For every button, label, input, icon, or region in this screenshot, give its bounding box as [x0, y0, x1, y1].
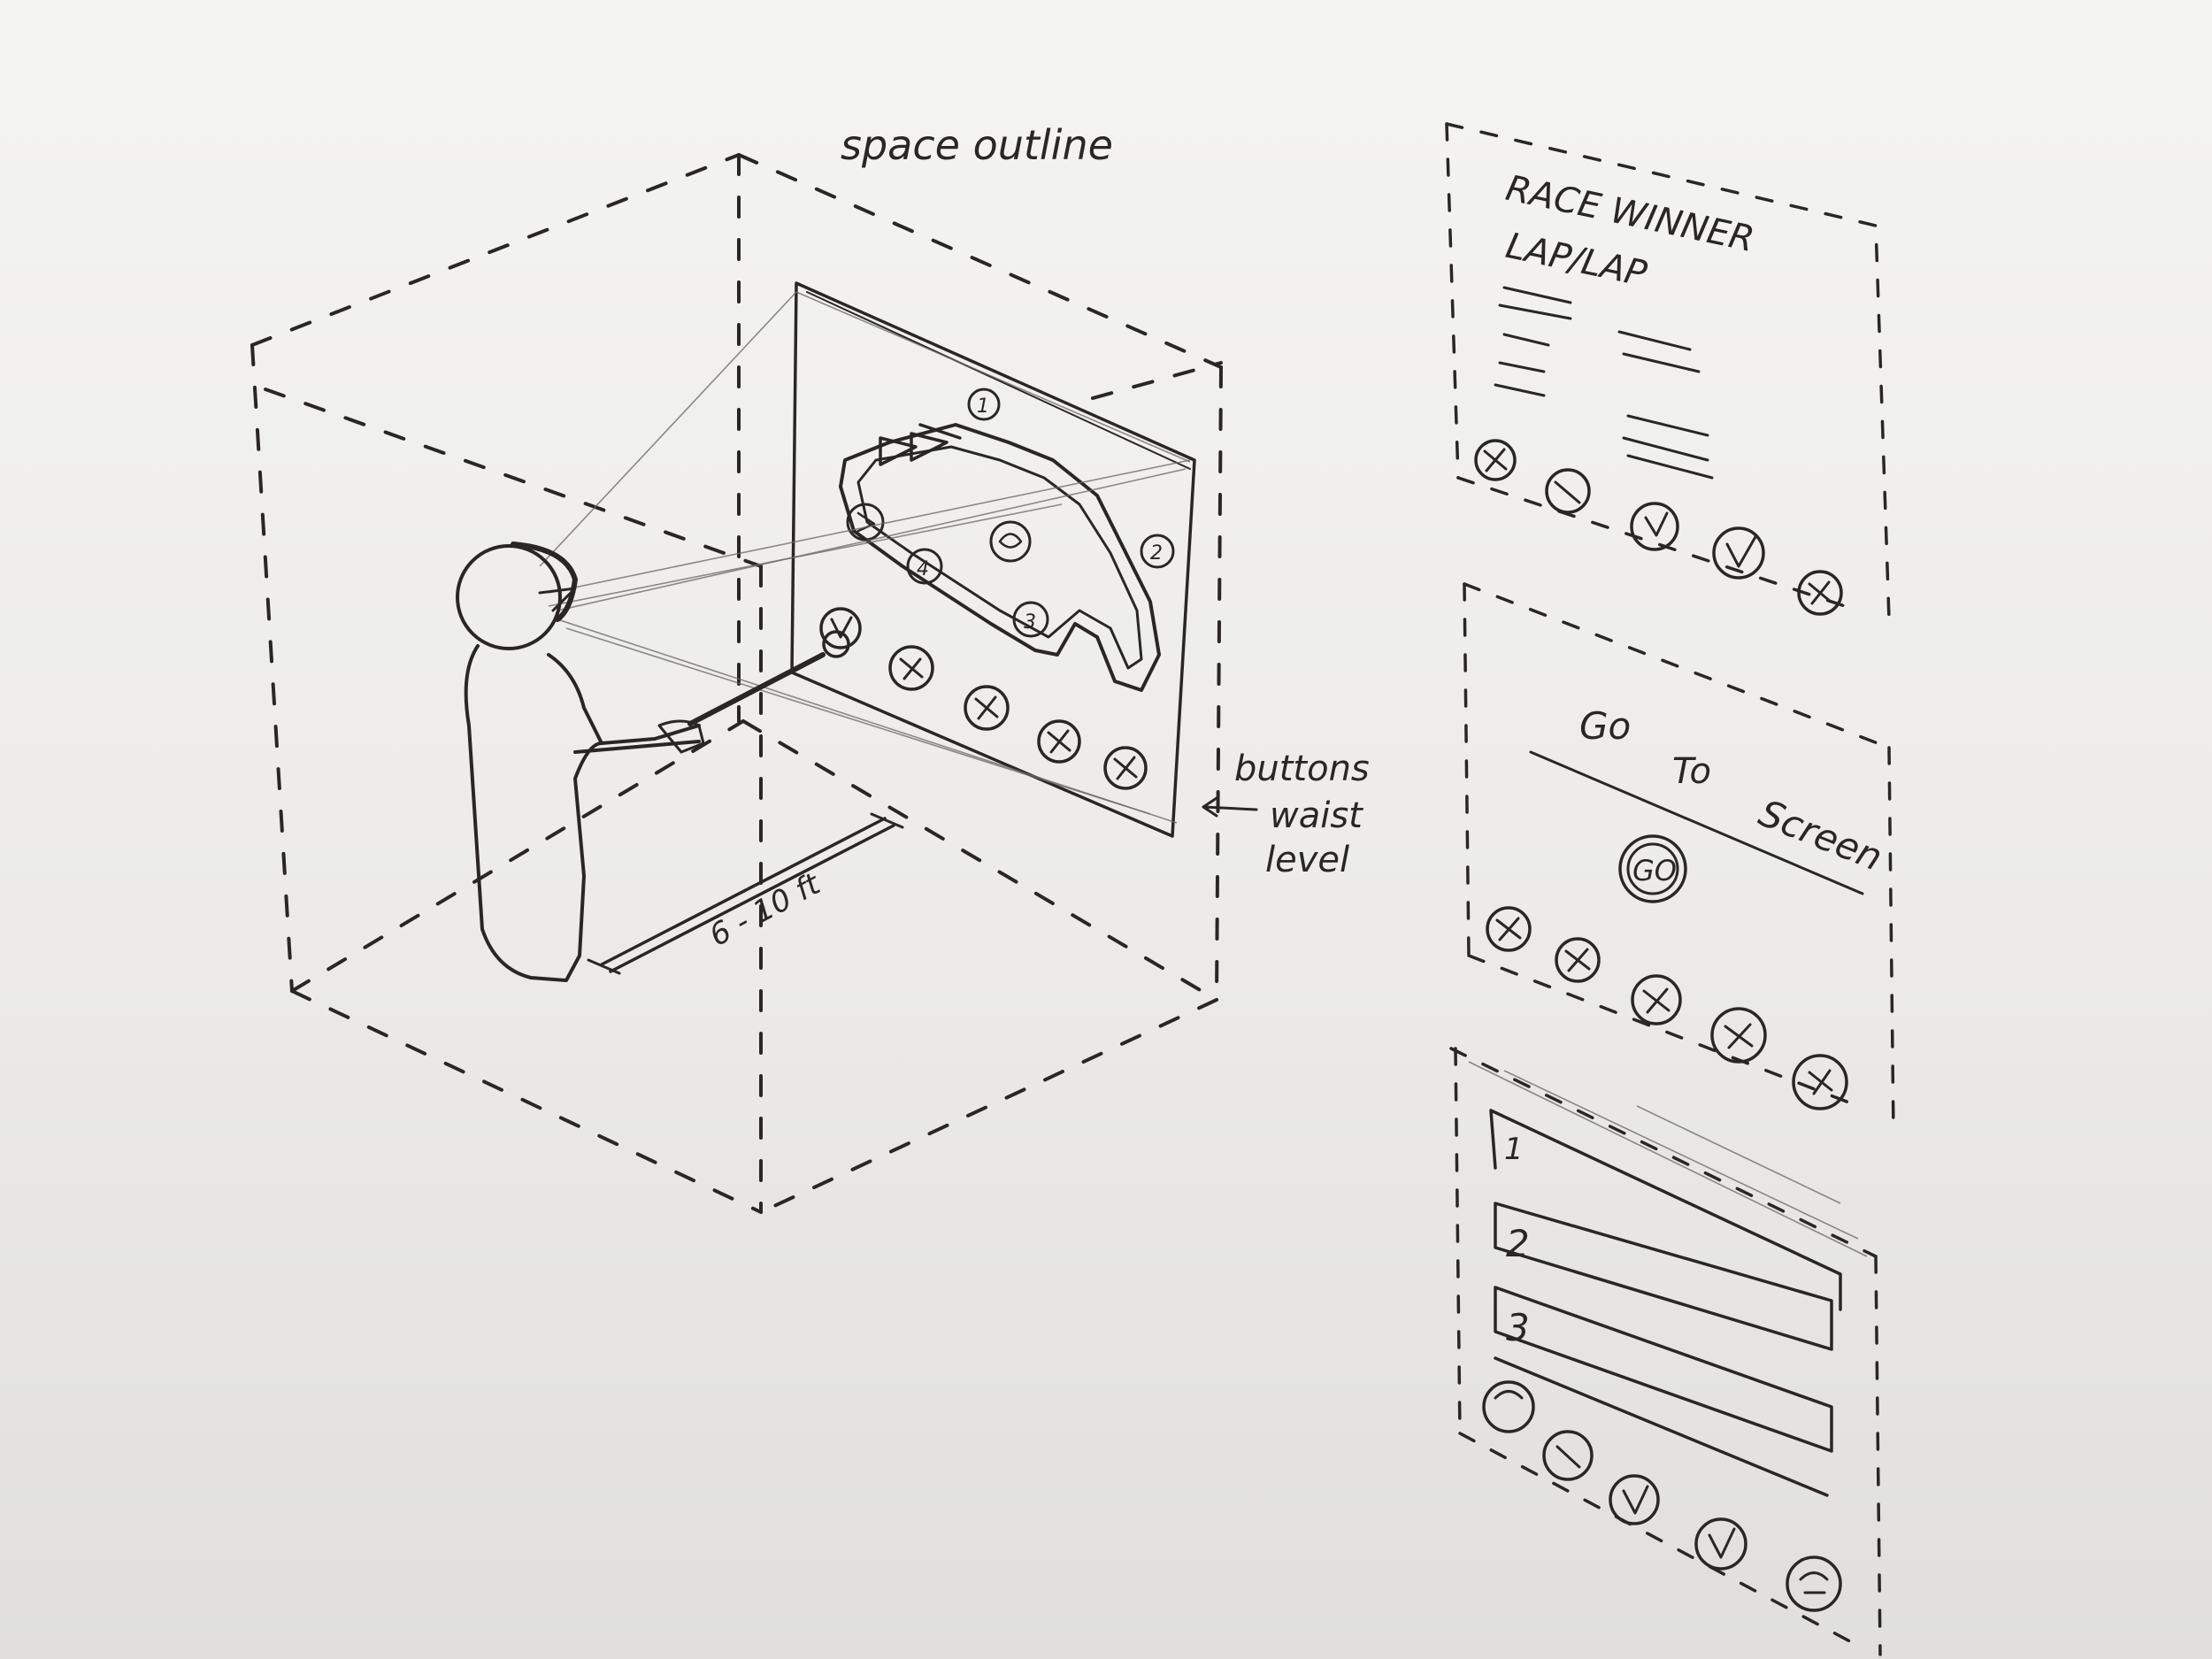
- svg-text:level: level: [1265, 840, 1349, 880]
- race-track: [839, 423, 1161, 692]
- svg-text:2: 2: [1150, 542, 1163, 565]
- wall-screen: [790, 281, 1196, 838]
- button-icon[interactable]: [1555, 937, 1601, 983]
- svg-text:waist: waist: [1270, 795, 1363, 836]
- svg-text:3: 3: [1506, 1306, 1530, 1349]
- space-outline-label: space outline: [841, 121, 1113, 169]
- button-icon[interactable]: [1694, 1517, 1747, 1571]
- button-icon[interactable]: [888, 645, 934, 691]
- standings-row[interactable]: 3: [1494, 1286, 1833, 1453]
- track-marker: 3: [1012, 601, 1049, 638]
- sightlines: [539, 291, 1191, 824]
- svg-text:1: 1: [1504, 1132, 1524, 1167]
- button-icon[interactable]: [1545, 468, 1591, 514]
- go-button[interactable]: GO: [1618, 834, 1687, 903]
- svg-text:GO: GO: [1632, 854, 1677, 887]
- track-marker: 1: [967, 388, 1001, 421]
- button-icon[interactable]: [1792, 1054, 1848, 1110]
- buttons-note: buttons waist level: [1202, 749, 1370, 880]
- user-figure: [456, 541, 850, 982]
- head: [456, 544, 562, 650]
- button-icon[interactable]: [1786, 1555, 1842, 1612]
- track-marker: [846, 503, 885, 541]
- distance-measure: 6 - 10 ft: [587, 812, 904, 975]
- panel-buttons: [1482, 1380, 1842, 1612]
- waist-level-buttons: [819, 607, 1148, 790]
- button-icon[interactable]: [1797, 570, 1843, 616]
- button-icon[interactable]: [1609, 1474, 1660, 1525]
- headset-icon: [511, 541, 578, 622]
- panel-subtitle: LAP/LAP: [1502, 226, 1651, 296]
- svg-text:buttons: buttons: [1234, 749, 1370, 789]
- button-icon[interactable]: [1486, 906, 1532, 952]
- panel-buttons: [1486, 906, 1848, 1110]
- button-icon[interactable]: [1482, 1380, 1535, 1433]
- button-icon[interactable]: [1037, 719, 1081, 764]
- race-car-marker: [879, 423, 962, 466]
- panel-standings: 1 2 3: [1449, 1047, 1882, 1656]
- standings-row[interactable]: 1: [1489, 1109, 1842, 1311]
- track-marker: 4: [906, 548, 943, 585]
- panel-buttons: [1474, 439, 1843, 616]
- svg-text:2: 2: [1506, 1222, 1530, 1265]
- svg-text:3: 3: [1024, 611, 1036, 634]
- button-icon[interactable]: [1542, 1430, 1594, 1481]
- track-marker: 2: [1140, 534, 1175, 569]
- space-outline-cube: [250, 153, 1223, 1214]
- track-markers: 1 2 3 4: [846, 388, 1175, 638]
- button-icon[interactable]: [1710, 1007, 1767, 1064]
- button-icon[interactable]: [819, 607, 862, 649]
- text-lines: [1494, 286, 1714, 480]
- prompt-word: To: [1672, 751, 1711, 792]
- button-icon[interactable]: [1631, 974, 1682, 1025]
- track-marker: [989, 520, 1032, 563]
- button-icon[interactable]: [1103, 746, 1148, 790]
- button-icon[interactable]: [1630, 502, 1679, 551]
- controller-pointer: [687, 652, 826, 726]
- panel-go-to-screen: Go To Screen GO: [1463, 582, 1895, 1134]
- button-icon[interactable]: [1712, 526, 1765, 580]
- prompt-word: Screen: [1753, 791, 1888, 879]
- prompt-word: Go: [1579, 704, 1631, 748]
- svg-text:1: 1: [977, 396, 989, 418]
- svg-text:4: 4: [917, 558, 929, 580]
- button-icon[interactable]: [1474, 439, 1517, 481]
- button-icon[interactable]: [964, 685, 1010, 731]
- panel-race-winner: RACE WINNER LAP/LAP: [1445, 122, 1891, 621]
- standings-row[interactable]: 2: [1494, 1202, 1833, 1351]
